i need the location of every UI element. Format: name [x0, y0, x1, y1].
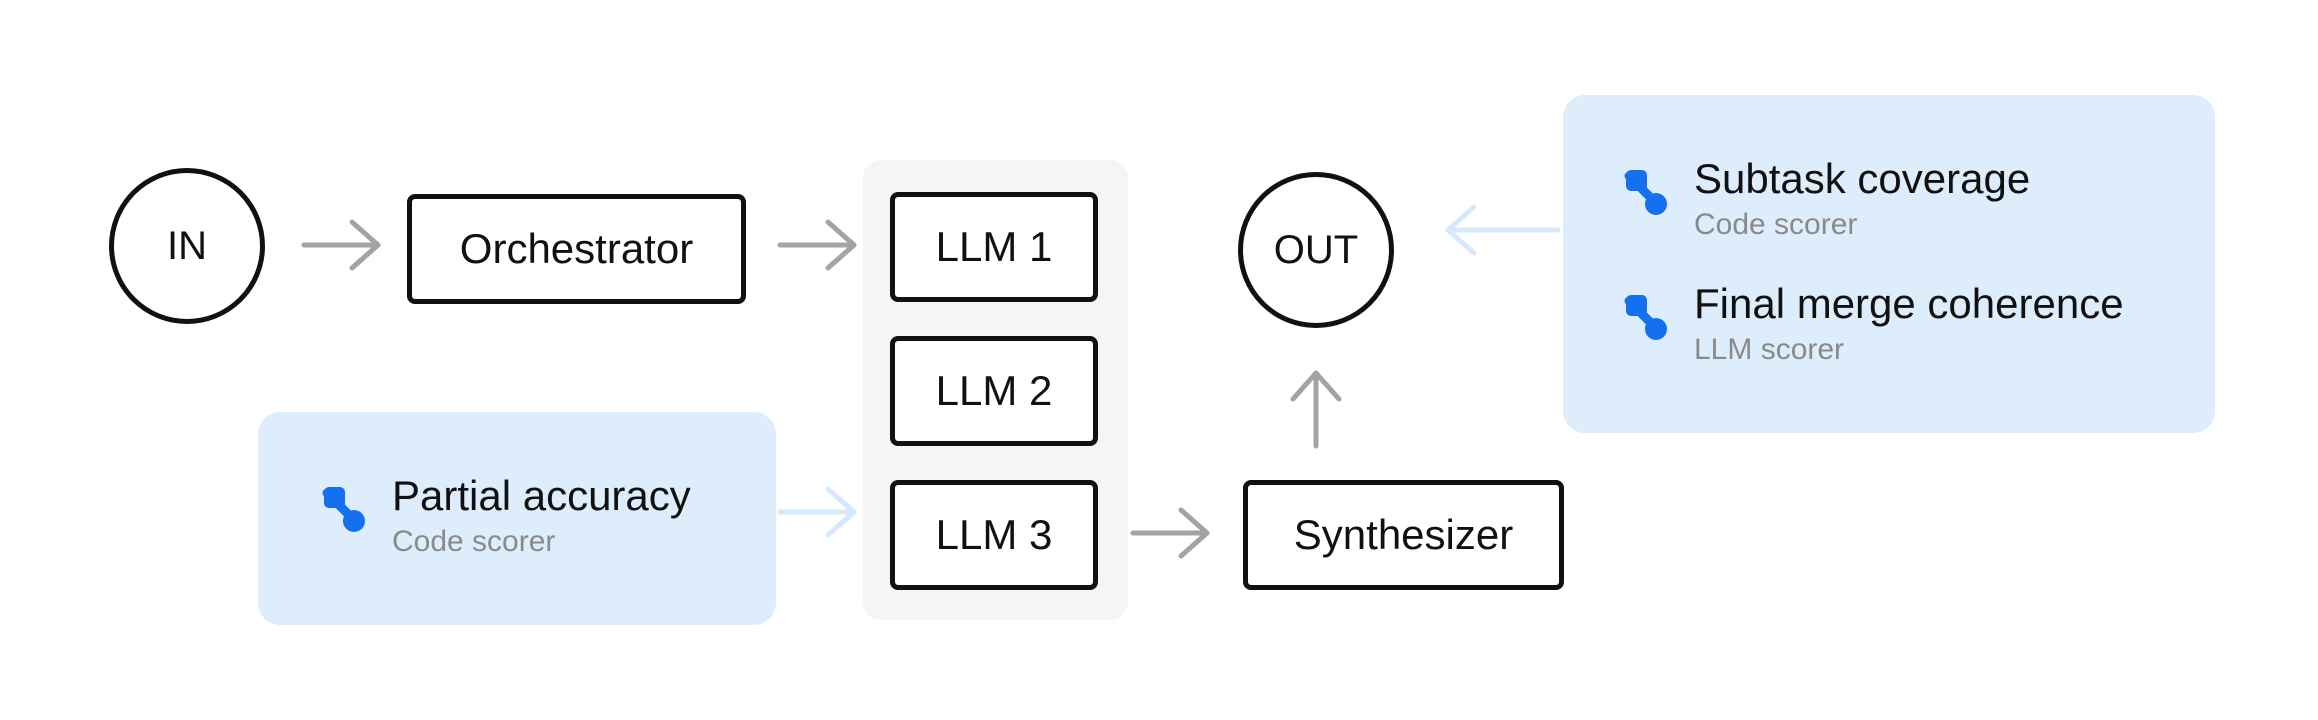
arrow-output-scorer-to-out [1445, 204, 1561, 256]
scorer-name: Partial accuracy [392, 472, 691, 519]
synthesizer-node: Synthesizer [1243, 480, 1564, 590]
scorer-name: Subtask coverage [1694, 155, 2031, 202]
arrow-partial-scorer-to-llm3 [777, 486, 857, 538]
arrow-in-to-orchestrator [301, 219, 381, 271]
orchestrator-node: Orchestrator [407, 194, 746, 304]
percent-icon [1624, 170, 1667, 215]
scorer-type: Code scorer [392, 525, 556, 558]
scorer-type: Code scorer [1694, 208, 1858, 241]
arrow-synthesizer-to-out [1290, 370, 1342, 449]
scorer-subtask-coverage: Subtask coverage Code scorer [1620, 155, 2180, 255]
scorer-partial-accuracy: Partial accuracy Code scorer [318, 472, 758, 572]
output-node: OUT [1238, 172, 1394, 328]
scorer-type: LLM scorer [1694, 333, 1845, 366]
scorer-panel-output [1563, 95, 2215, 433]
scorer-name: Final merge coherence [1694, 280, 2124, 327]
llm-3-node: LLM 3 [890, 480, 1098, 590]
arrow-llm3-to-synthesizer [1130, 507, 1210, 559]
input-node: IN [109, 168, 265, 324]
arrow-orchestrator-to-llms [777, 219, 857, 271]
percent-icon [322, 487, 365, 532]
scorer-final-merge-coherence: Final merge coherence LLM scorer [1620, 280, 2200, 380]
llm-1-node: LLM 1 [890, 192, 1098, 302]
llm-2-node: LLM 2 [890, 336, 1098, 446]
percent-icon [1624, 295, 1667, 340]
